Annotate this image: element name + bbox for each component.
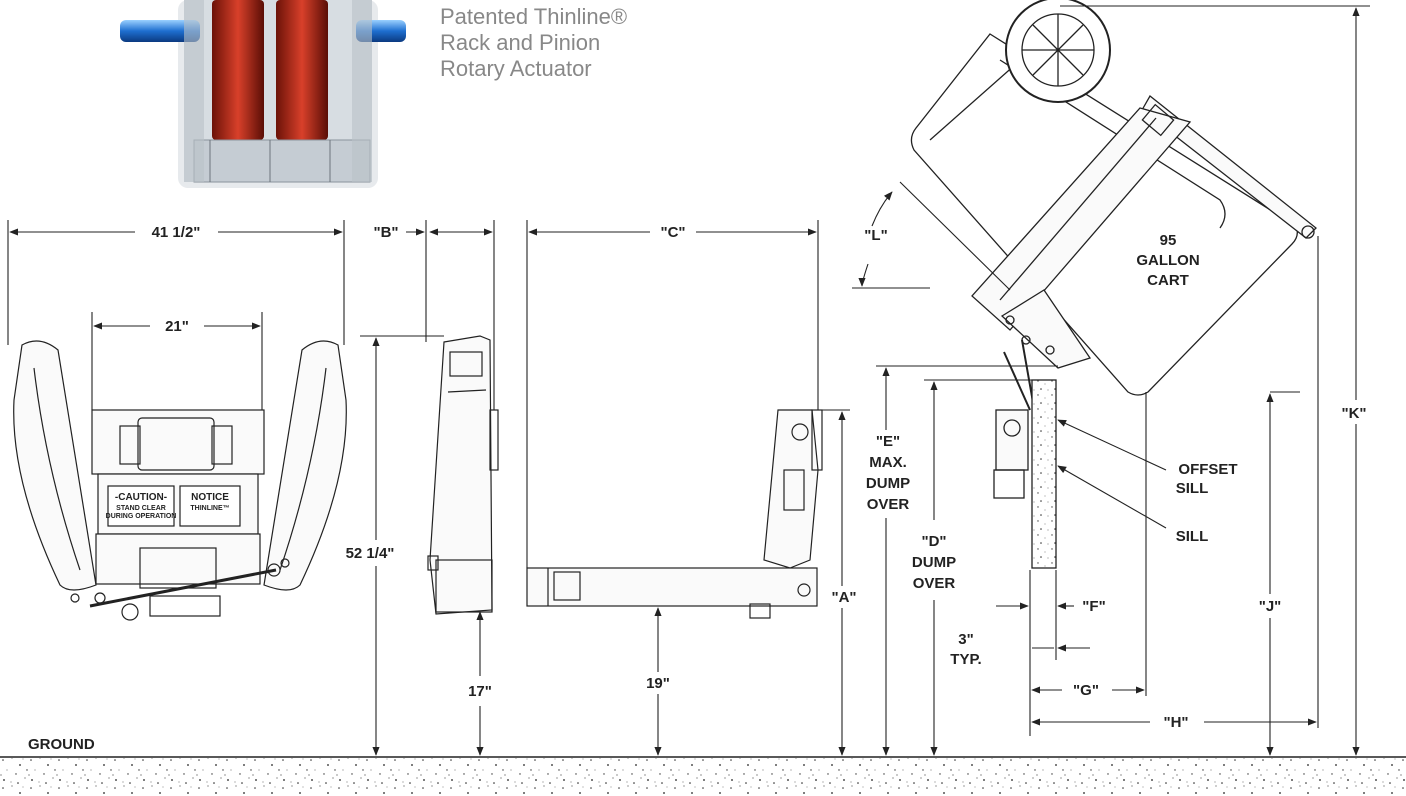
label-f: "F" [1082, 598, 1105, 615]
side-view-extended [526, 409, 823, 619]
label-g: "G" [1073, 682, 1099, 699]
label-gallon: GALLON [1136, 252, 1199, 269]
caution-sub-2: DURING OPERATION [106, 513, 177, 520]
label-dump-e: DUMP [866, 475, 910, 492]
label-b: "B" [373, 224, 398, 241]
label-k: "K" [1341, 405, 1366, 422]
label-sill: SILL [1176, 528, 1209, 545]
label-19: 19" [646, 675, 670, 692]
ground: GROUND [0, 736, 1406, 796]
label-21: 21" [165, 318, 189, 335]
label-over-d: OVER [913, 575, 956, 592]
label-52-quarter: 52 1/4" [346, 545, 395, 562]
caption-line-2: Rack and Pinion [440, 30, 601, 55]
label-c: "C" [660, 224, 685, 241]
side-view [427, 335, 499, 615]
label-95: 95 [1160, 232, 1177, 249]
dimension-lines [7, 5, 1370, 756]
notice-sub: THINLINE™ [190, 505, 229, 512]
dump-view [910, 0, 1317, 569]
caution-sub-1: STAND CLEAR [116, 505, 166, 512]
label-l: "L" [864, 227, 887, 244]
product-caption: Patented Thinline® Rack and Pinion Rotar… [440, 4, 627, 82]
label-17: 17" [468, 683, 492, 700]
front-view: -CAUTION- STAND CLEAR DURING OPERATION N… [13, 340, 347, 621]
label-3-inch: 3" [958, 631, 973, 648]
ground-label: GROUND [28, 736, 95, 753]
label-offset-sill: SILL [1176, 480, 1209, 497]
label-offset: OFFSET [1178, 461, 1237, 478]
rotary-actuator-photo [120, 0, 406, 188]
caption-line-1: Patented Thinline® [440, 4, 628, 29]
label-dump-d: DUMP [912, 554, 956, 571]
label-d: "D" [921, 533, 946, 550]
label-e: "E" [876, 433, 900, 450]
label-cart: CART [1147, 272, 1189, 289]
label-41-half: 41 1/2" [152, 224, 201, 241]
label-typ: TYP. [950, 651, 981, 668]
label-max: MAX. [869, 454, 907, 471]
label-j: "J" [1259, 598, 1282, 615]
dimension-labels: 41 1/2" 21" "B" "C" 52 1/4" 17" 19" "A" … [152, 224, 1367, 731]
caution-label: -CAUTION- [115, 492, 167, 503]
label-over-e: OVER [867, 496, 910, 513]
label-h: "H" [1163, 714, 1188, 731]
notice-label: NOTICE [191, 492, 229, 503]
label-a: "A" [831, 589, 856, 606]
caption-line-3: Rotary Actuator [440, 56, 592, 81]
